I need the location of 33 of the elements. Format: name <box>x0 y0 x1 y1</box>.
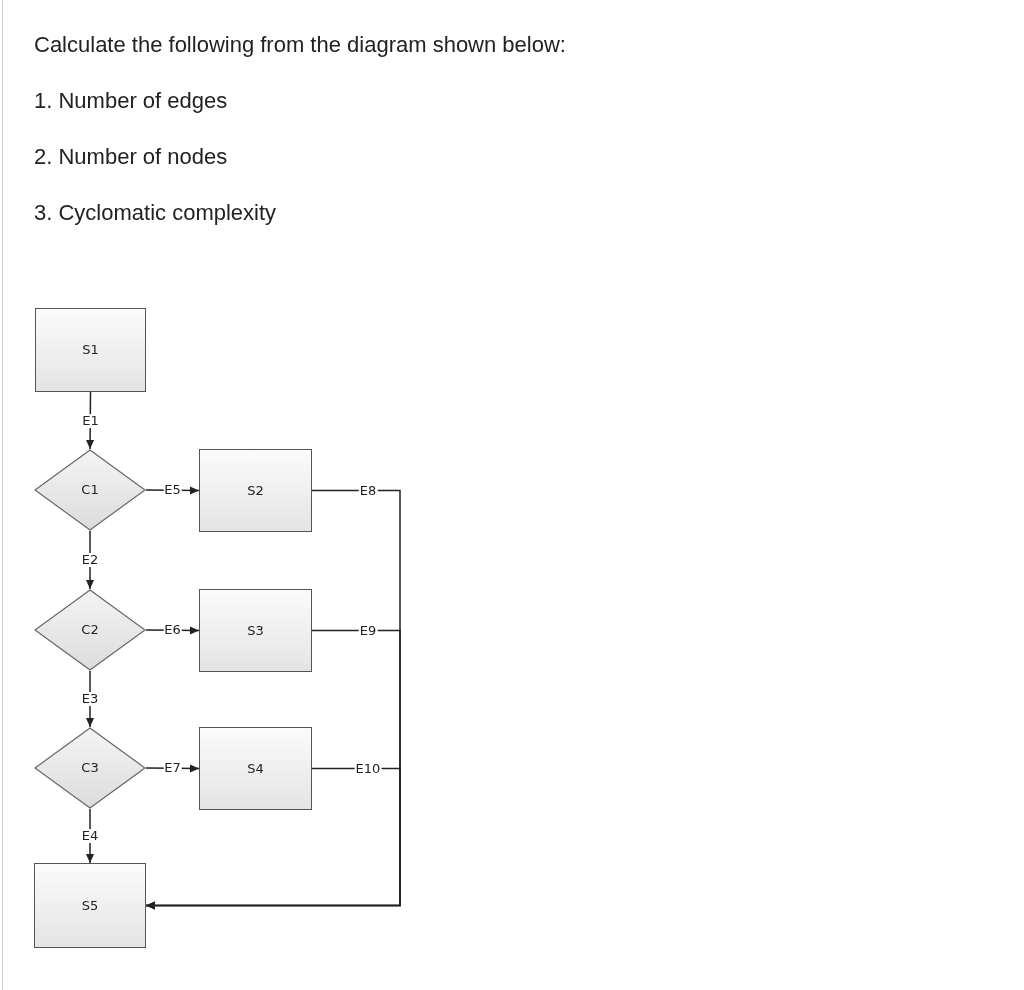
arrow <box>86 391 95 450</box>
node-label: C2 <box>81 621 99 640</box>
question-title: Calculate the following from the diagram shown below: <box>34 31 566 59</box>
arrow <box>86 808 94 864</box>
node-label: S5 <box>81 896 99 915</box>
edge-label: E7 <box>163 761 182 775</box>
process-box <box>35 308 146 392</box>
arrow <box>86 530 94 590</box>
node-label: S4 <box>247 759 264 778</box>
node-label: S3 <box>247 621 264 640</box>
edge-label: E2 <box>80 553 100 567</box>
edge-label: E3 <box>80 692 100 706</box>
node-label: S1 <box>82 341 99 360</box>
question-item: 1. Number of edges <box>34 87 228 115</box>
edge-label: E9 <box>358 623 378 638</box>
process-box <box>199 727 312 810</box>
edge-label: E4 <box>80 829 100 843</box>
question-item: 3. Cyclomatic complexity <box>34 199 277 227</box>
process-box <box>199 589 312 672</box>
edge-label: E6 <box>163 623 182 637</box>
edge-label: E10 <box>354 761 382 776</box>
process-box <box>34 863 146 948</box>
node-label: C3 <box>81 759 99 778</box>
node-label: S2 <box>247 481 264 500</box>
process-box <box>199 449 312 532</box>
edge-label: E1 <box>81 413 100 428</box>
arrow <box>145 764 200 773</box>
edge-label: E8 <box>358 483 378 498</box>
arrow <box>86 670 94 728</box>
arrow <box>145 767 401 910</box>
question-item: 2. Number of nodes <box>34 143 228 171</box>
node-label: C1 <box>81 481 99 500</box>
edge-label: E5 <box>163 483 182 497</box>
